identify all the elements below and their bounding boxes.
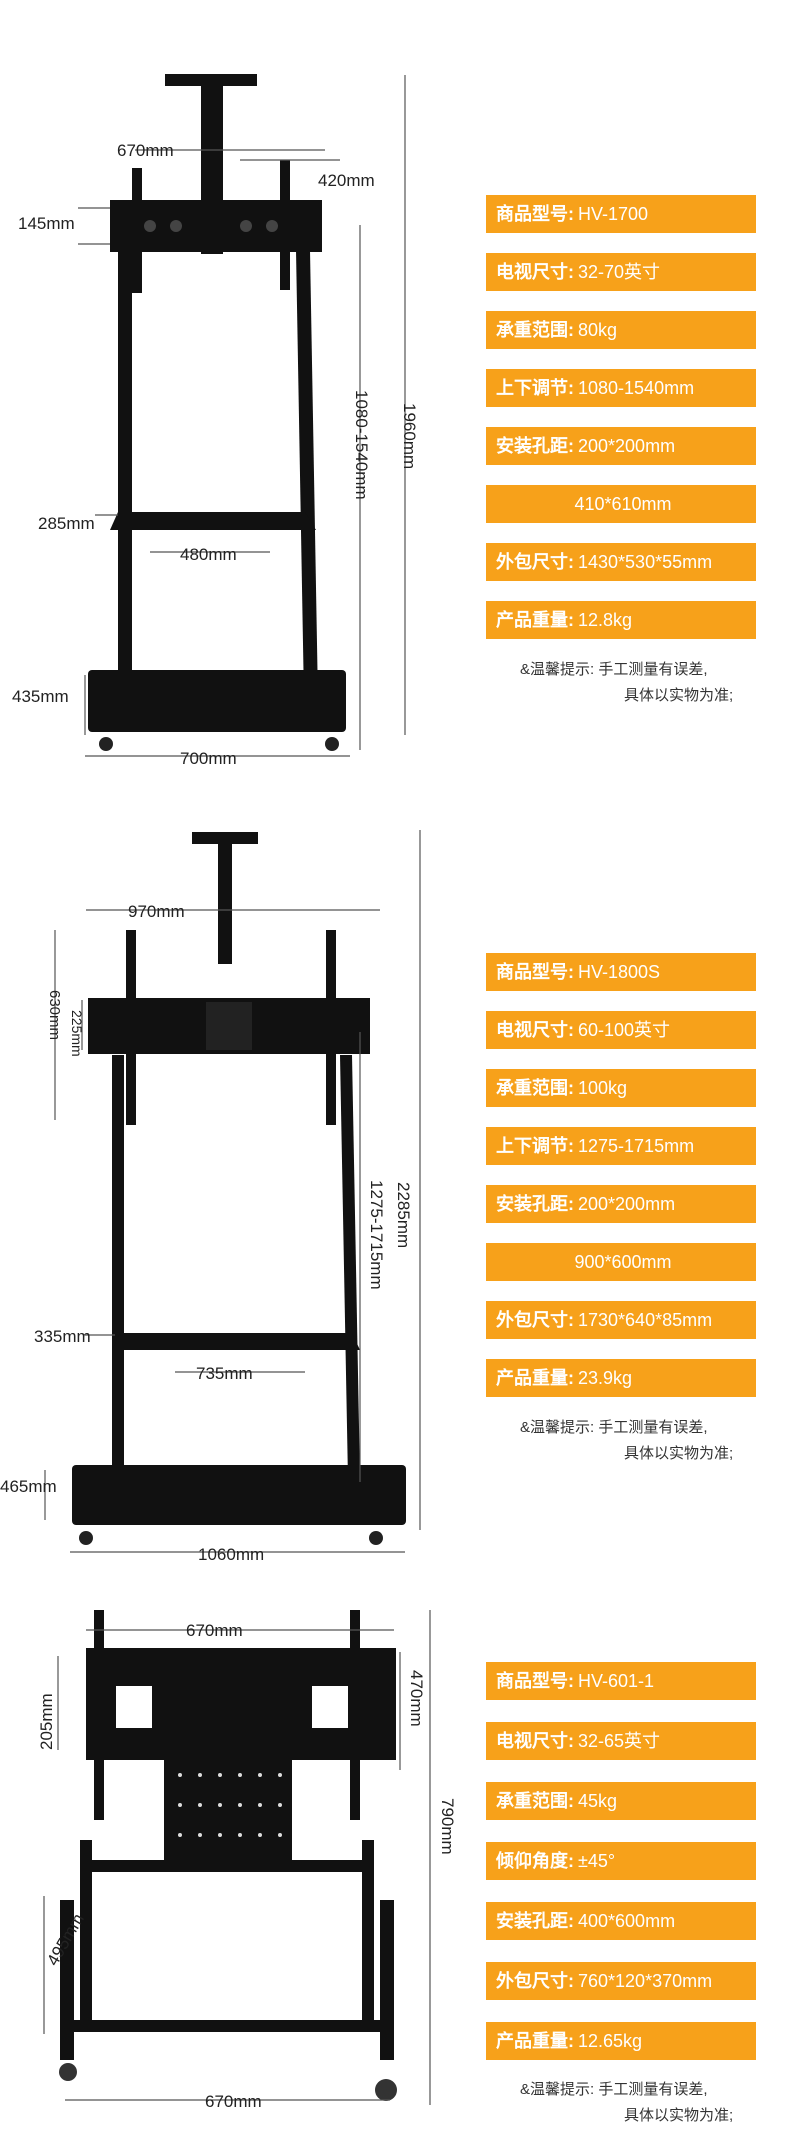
spec-package: 外包尺寸:760*120*370mm: [486, 1962, 756, 2000]
spec-package: 外包尺寸:1430*530*55mm: [486, 543, 756, 581]
dim-base-width: 670mm: [205, 2092, 262, 2111]
dim-bracket-height: 470mm: [407, 1670, 426, 1727]
spec-model: 商品型号:HV-1800S: [486, 953, 756, 991]
dim-adjust: 1080-1540mm: [352, 390, 371, 500]
dim-adjust: 1275-1715mm: [367, 1180, 386, 1290]
dim-base-height: 465mm: [0, 1477, 57, 1496]
note-line1: &温馨提示: 手工测量有误差,: [520, 1419, 708, 1436]
spec-tv-size: 电视尺寸:60-100英寸: [486, 1011, 756, 1049]
spec-mount-holes: 安装孔距:200*200mm: [486, 1185, 756, 1223]
spec-load: 承重范围:80kg: [486, 311, 756, 349]
dim-total-height: 2285mm: [394, 1182, 413, 1249]
dim-top-width: 670mm: [186, 1621, 243, 1640]
dim-bracket-left: 145mm: [18, 214, 75, 233]
spec-model: 商品型号:HV-601-1: [486, 1662, 756, 1700]
note-line1: &温馨提示: 手工测量有误差,: [520, 2081, 708, 2098]
note-line2: 具体以实物为准;: [624, 2107, 734, 2124]
spec-mount-holes: 安装孔距:200*200mm: [486, 427, 756, 465]
spec-tilt: 倾仰角度:±45°: [486, 1842, 756, 1880]
spec-weight: 产品重量:12.8kg: [486, 601, 756, 639]
dim-shelf-width: 735mm: [196, 1364, 253, 1383]
note-line2: 具体以实物为准;: [624, 687, 734, 704]
spec-mount-holes: 安装孔距:400*600mm: [486, 1902, 756, 1940]
product-section-hv-1800s: 970mm 225mm 630mm 1275-1715mm 2285mm 335…: [0, 790, 790, 1590]
spec-adjust: 上下调节:1080-1540mm: [486, 369, 756, 407]
dim-shelf-height: 335mm: [34, 1327, 91, 1346]
dim-plate-height: 205mm: [37, 1693, 56, 1750]
spec-tv-size: 电视尺寸:32-70英寸: [486, 253, 756, 291]
spec-adjust: 上下调节:1275-1715mm: [486, 1127, 756, 1165]
spec-package: 外包尺寸:1730*640*85mm: [486, 1301, 756, 1339]
spec-mount-holes-max: 900*600mm: [486, 1243, 756, 1281]
stand-illustration-hv-1700: [78, 74, 406, 757]
dim-shelf-width: 480mm: [180, 545, 237, 564]
dim-bracket-outer: 630mm: [46, 990, 63, 1041]
dim-shelf-height: 285mm: [38, 514, 95, 533]
spec-weight: 产品重量:12.65kg: [486, 2022, 756, 2060]
dim-top-width: 670mm: [117, 141, 174, 160]
dim-bracket-inner: 225mm: [69, 1010, 85, 1057]
spec-mount-holes-max: 410*610mm: [486, 485, 756, 523]
dim-base-width: 1060mm: [198, 1545, 265, 1564]
spec-model: 商品型号:HV-1700: [486, 195, 756, 233]
spec-load: 承重范围:45kg: [486, 1782, 756, 1820]
product-section-hv-601-1: 670mm 205mm 470mm 790mm 495mm 670mm 商品型号…: [0, 1600, 790, 2140]
stand-illustration-hv-601-1: [43, 1610, 431, 2105]
note-line1: &温馨提示: 手工测量有误差,: [520, 661, 708, 678]
note-line2: 具体以实物为准;: [624, 1445, 734, 1462]
stand-illustration-hv-1800s: [44, 830, 421, 1553]
dim-bracket-right: 420mm: [318, 171, 375, 190]
spec-weight: 产品重量:23.9kg: [486, 1359, 756, 1397]
dim-base-width: 700mm: [180, 749, 237, 768]
dim-total-height: 1960mm: [400, 403, 419, 470]
dim-top-width: 970mm: [128, 902, 185, 921]
product-section-hv-1700: 670mm 420mm 145mm 1080-1540mm 1960mm 285…: [0, 0, 790, 770]
dim-total-height: 790mm: [438, 1798, 457, 1855]
spec-load: 承重范围:100kg: [486, 1069, 756, 1107]
dim-base-height: 435mm: [12, 687, 69, 706]
spec-tv-size: 电视尺寸:32-65英寸: [486, 1722, 756, 1760]
